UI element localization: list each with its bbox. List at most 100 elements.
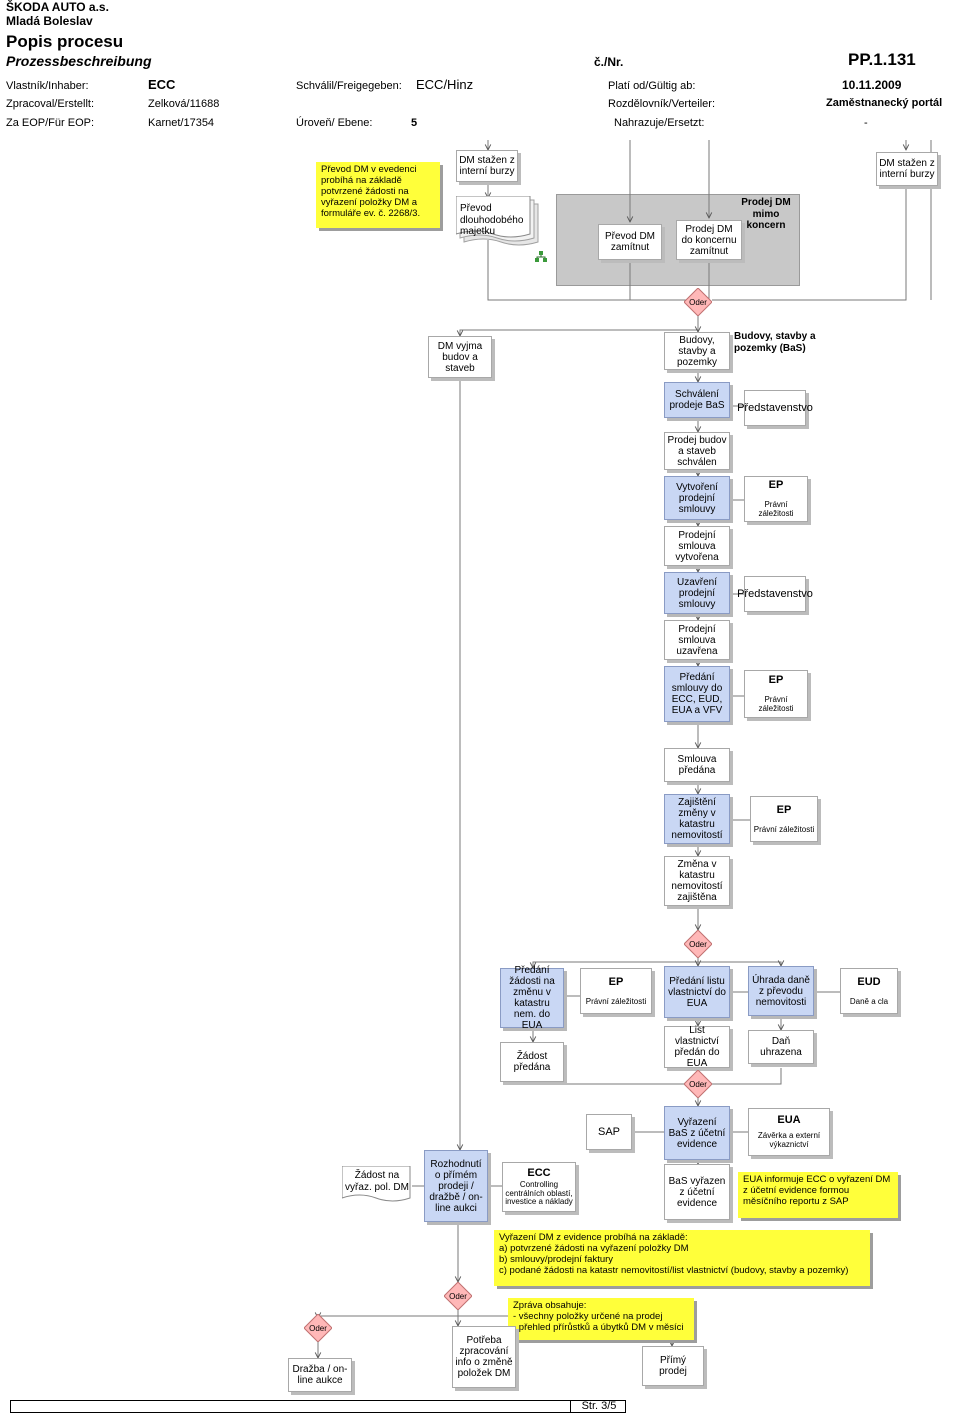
label-bas: Budovy, stavby a pozemky (BaS) — [734, 331, 816, 354]
event-dan-uhrazena: Daň uhrazena — [748, 1030, 814, 1064]
org-ep-3-title: EP — [776, 803, 792, 816]
footer-bar — [10, 1400, 626, 1413]
event-dm-stazen-2: DM stažen z interní burzy — [876, 152, 938, 186]
or-operator-4-label: Oder — [449, 1292, 467, 1301]
org-ecc-title: ECC — [527, 1166, 551, 1179]
org-predstavenstvo-2-title: Představenstvo — [737, 587, 813, 600]
org-ep-1-title: EP — [768, 479, 784, 492]
note-report-contents: Zpráva obsahuje: - všechny položky určen… — [508, 1298, 694, 1340]
event-dm-stazen-1: DM stažen z interní burzy — [456, 150, 518, 182]
note-evidence-transfer: Převod DM v evedenci probíhá na základě … — [316, 162, 440, 228]
org-ecc: ECC Controlling centrálních oblastí, inv… — [502, 1162, 576, 1212]
function-zajisteni-zmeny: Zajištění změny v katastru nemovitostí — [664, 794, 730, 844]
org-ep-2-sub: Právní záležitosti — [758, 695, 794, 714]
event-list-predan: List vlastnictví předán do EUA — [664, 1025, 730, 1069]
owner-label: Vlastník/Inhaber: — [6, 80, 89, 92]
event-bas-vyrazen: BaS vyřazen z účetní evidence — [664, 1164, 730, 1220]
document-prevod-label: Převod dlouhodobého majetku — [460, 203, 524, 237]
level-label: Úroveň/ Ebene: — [296, 117, 373, 129]
document-prevod-shape — [456, 196, 539, 246]
company-city: Mladá Boleslav — [6, 14, 93, 28]
org-eud: EUD Daně a cla — [840, 968, 898, 1014]
eop-label: Za EOP/Für EOP: — [6, 117, 95, 129]
event-prodej-schvalen: Prodej budov a staveb schválen — [664, 432, 730, 470]
function-uzavreni-smlouvy: Uzavření prodejní smlouvy — [664, 572, 730, 614]
processed-label: Zpracoval/Erstellt: — [6, 98, 95, 110]
level-value: 5 — [411, 117, 418, 129]
approved-value: ECC/Hinz — [416, 77, 474, 92]
org-ecc-sub: Controlling centrálních oblastí, investi… — [505, 1179, 573, 1207]
distribution-label: Rozdělovník/Verteiler: — [608, 98, 715, 110]
org-predstavenstvo-1: Představenstvo — [737, 390, 813, 426]
page-title: Popis procesu — [6, 32, 124, 51]
org-ep-2-title: EP — [768, 674, 784, 687]
org-ep-1-sub: Právní záležitosti — [758, 500, 794, 519]
process-link-icon — [535, 251, 547, 262]
org-ep-4-title: EP — [608, 975, 624, 988]
distribution-value: Zaměstnanecký portál — [826, 97, 943, 109]
function-schvaleni-prodeje: Schválení prodeje BaS — [664, 382, 730, 418]
label-prodej-mimo: Prodej DM mimo koncern — [741, 197, 791, 231]
org-eua: EUA Závěrka a externí výkaznictví — [748, 1108, 830, 1156]
replaces-value: - — [864, 117, 868, 129]
footer-divider — [570, 1400, 571, 1413]
function-predani-zadosti: Předání žádosti na změnu v katastru nem.… — [500, 965, 564, 1031]
event-smlouva-uzavrena: Prodejní smlouva uzavřena — [664, 620, 730, 660]
or-operator-1-label: Oder — [689, 298, 707, 307]
or-operator-2-label: Oder — [689, 940, 707, 949]
valid-label: Platí od/Gültig ab: — [608, 80, 696, 92]
event-katastr-zajistena: Změna v katastru nemovitostí zajištěna — [664, 856, 730, 906]
or-operator-4 — [444, 1282, 472, 1310]
function-vytvoreni-smlouvy: Vytvoření prodejní smlouvy — [664, 476, 730, 520]
approved-label: Schválil/Freigegeben: — [296, 80, 402, 92]
event-budovy: Budovy, stavby a pozemky — [664, 332, 730, 370]
org-ep-2: EP Právní záležitosti — [744, 670, 808, 718]
or-operator-3-label: Oder — [689, 1080, 707, 1089]
org-ep-4-sub: Právní záležitosti — [585, 996, 647, 1006]
function-uhrada-dane: Úhrada daně z převodu nemovitosti — [748, 966, 814, 1016]
valid-value: 10.11.2009 — [842, 78, 902, 92]
event-smlouva-predana: Smlouva předána — [664, 748, 730, 782]
or-operator-1 — [684, 288, 712, 316]
or-operator-5 — [304, 1314, 332, 1342]
org-eua-title: EUA — [777, 1114, 801, 1127]
eop-value: Karnet/17354 — [148, 117, 215, 129]
event-potreba-zpracovani: Potřeba zpracování info o změně položek … — [452, 1326, 516, 1388]
function-predani-listu: Předání listu vlastnictví do EUA — [664, 966, 730, 1018]
processed-value: Zelková/11688 — [148, 98, 220, 110]
or-operator-2 — [684, 930, 712, 958]
company-name: ŠKODA AUTO a.s. — [6, 0, 109, 14]
event-drazba: Dražba / on-line aukce — [288, 1358, 352, 1392]
document-zadost-label: Žádost na vyřaz. pol. DM — [345, 1170, 409, 1193]
document-zadost-shape — [342, 1166, 411, 1202]
function-vyrazeni-bas: Vyřazení BaS z účetní evidence — [664, 1106, 730, 1160]
doc-number-value: PP.1.131 — [848, 50, 916, 69]
org-ep-3-sub: Právní záležitosti — [753, 824, 815, 834]
footer-page-number: Str. 3/5 — [581, 1400, 617, 1412]
org-ep-1: EP Právní záležitosti — [744, 476, 808, 522]
doc-number-label: č./Nr. — [594, 55, 624, 69]
event-zadost-predana: Žádost předána — [500, 1042, 564, 1082]
event-prodej-zamitnut: Prodej DM do koncernu zamítnut — [676, 220, 742, 260]
owner-value: ECC — [148, 77, 176, 92]
event-primy-prodej: Přímý prodej — [642, 1346, 704, 1386]
org-predstavenstvo-1-title: Představenstvo — [737, 401, 813, 414]
org-ep-3: EP Právní záležitosti — [750, 796, 818, 842]
note-eua-report: EUA informuje ECC o vyřazení DM z účetní… — [738, 1172, 898, 1218]
replaces-label: Nahrazuje/Ersetzt: — [614, 117, 705, 129]
event-smlouva-vytvorena: Prodejní smlouva vytvořena — [664, 526, 730, 566]
function-predani-smlouvy: Předání smlouvy do ECC, EUD, EUA a VFV — [664, 666, 730, 722]
page-subtitle: Prozessbeschreibung — [6, 53, 152, 69]
org-eua-sub: Závěrka a externí výkaznictví — [757, 1131, 821, 1150]
event-dm-vyjma: DM vyjma budov a staveb — [428, 336, 492, 378]
org-predstavenstvo-2: Představenstvo — [737, 576, 813, 612]
note-evidence-basis: Vyřazení DM z evidence probíhá na základ… — [494, 1230, 870, 1286]
function-rozhodnuti-prodej: Rozhodnutí o přímém prodeji / dražbě / o… — [424, 1150, 488, 1222]
org-ep-4: EP Právní záležitosti — [580, 968, 652, 1014]
or-operator-3 — [684, 1070, 712, 1098]
org-eud-sub: Daně a cla — [849, 996, 889, 1006]
or-operator-5-label: Oder — [309, 1324, 327, 1333]
org-eud-title: EUD — [857, 975, 881, 988]
system-sap: SAP — [586, 1114, 632, 1150]
event-prevod-zamitnut: Převod DM zamítnut — [598, 224, 662, 260]
